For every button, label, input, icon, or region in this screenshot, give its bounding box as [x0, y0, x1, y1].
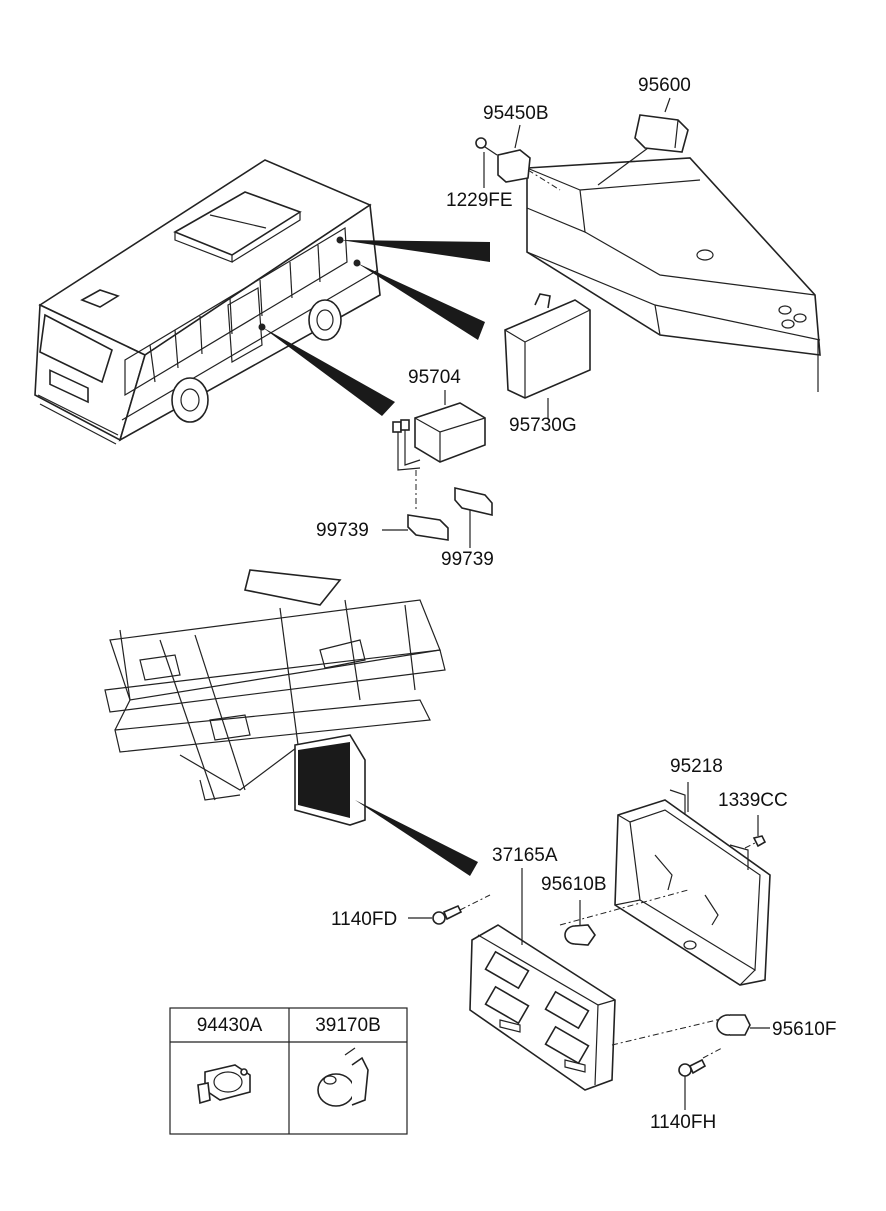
part-99739-left	[382, 514, 449, 541]
label-37165A: 37165A	[492, 845, 558, 866]
part-95218	[559, 782, 771, 986]
label-95610B: 95610B	[541, 874, 607, 895]
part-95600	[634, 97, 689, 153]
label-95704: 95704	[408, 367, 461, 388]
part-95450B	[497, 124, 561, 191]
part-95610B	[564, 900, 596, 946]
leader-wedge	[340, 240, 490, 262]
label-99739-right: 99739	[441, 549, 494, 570]
sensor-39170B-icon	[317, 1047, 369, 1107]
label-1339CC: 1339CC	[718, 790, 788, 811]
leader-wedge	[262, 327, 395, 416]
label-99739-left: 99739	[316, 520, 369, 541]
bus-illustration	[34, 159, 381, 445]
parts-table	[169, 1007, 408, 1135]
part-1140FD	[408, 894, 491, 925]
part-95730G	[504, 293, 591, 418]
sensor-94430A-icon	[197, 1064, 251, 1105]
part-99739-right	[454, 486, 493, 548]
table-header-39170B: 39170B	[315, 1015, 381, 1036]
label-95610F: 95610F	[772, 1019, 837, 1040]
label-1140FH: 1140FH	[650, 1112, 717, 1133]
part-95704	[392, 390, 486, 512]
label-95218: 95218	[670, 756, 723, 777]
label-95450B: 95450B	[483, 103, 549, 124]
part-1339CC	[744, 815, 767, 849]
part-37165A	[469, 868, 726, 1091]
label-95730G: 95730G	[509, 415, 577, 436]
label-95600: 95600	[638, 75, 691, 96]
part-95610F	[716, 1014, 770, 1036]
leader-wedge	[357, 263, 485, 340]
part-1229FE	[475, 137, 498, 188]
table-header-94430A: 94430A	[196, 1015, 263, 1036]
leader-wedge	[355, 800, 478, 876]
mounting-panel	[526, 127, 821, 392]
frame-relay-box	[294, 734, 366, 826]
part-1140FH	[678, 1047, 723, 1110]
chassis-frame	[104, 569, 446, 801]
label-1140FD: 1140FD	[331, 909, 398, 930]
label-1229FE: 1229FE	[446, 190, 513, 211]
